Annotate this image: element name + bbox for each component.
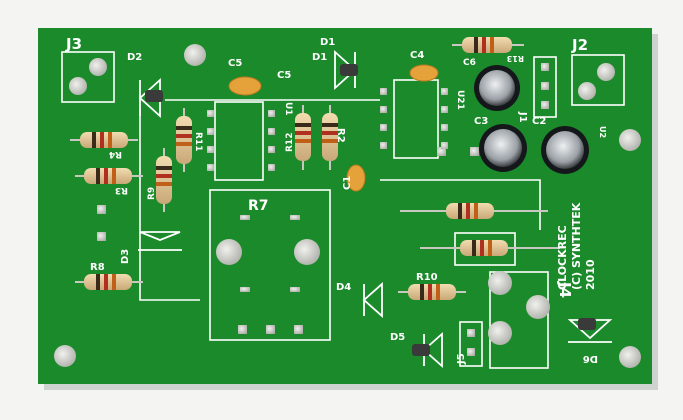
label-r8: R8 (90, 262, 105, 273)
label-c1: C1 (342, 176, 353, 190)
label-d1: D1 (320, 37, 335, 48)
diode-bodies (145, 64, 596, 356)
ceramic-capacitors (228, 64, 439, 192)
label-r12: R12 (285, 133, 295, 152)
label-u1: U1 (283, 102, 293, 116)
label-j2: J2 (571, 36, 588, 54)
mounting-holes (54, 44, 641, 368)
resistors (70, 37, 560, 300)
trimmer-pads (240, 215, 300, 292)
label-c6: C6 (463, 58, 476, 68)
label-j4: J4 (556, 281, 574, 298)
label-d1b: D1 (312, 52, 327, 63)
label-r3: R3 (115, 185, 128, 195)
label-r7: R7 (248, 198, 269, 214)
credit-line-1: CLOCKREC (556, 225, 569, 290)
label-c3: C3 (474, 116, 488, 127)
label-d5: D5 (390, 332, 405, 343)
label-j5: J5 (456, 353, 467, 365)
label-j3: J3 (65, 35, 82, 53)
credit-line-2: (C) SYNTHTEK (570, 202, 583, 290)
label-d2: D2 (127, 52, 142, 63)
label-u21: U21 (455, 90, 465, 110)
label-j1: J1 (517, 111, 528, 123)
credit-line-3: 2010 (584, 259, 597, 290)
label-c5a: C5 (228, 58, 242, 69)
label-c5b: C5 (277, 70, 291, 81)
pcb-board (38, 28, 652, 384)
label-u2: U2 (598, 126, 607, 138)
label-r10: R10 (416, 272, 438, 283)
label-r9: R9 (147, 187, 157, 200)
label-d4: D4 (336, 282, 351, 293)
ic-pins (207, 88, 448, 171)
label-r13: R13 (507, 54, 524, 63)
label-d3: D3 (120, 249, 131, 264)
silkscreen-labels: J3 J2 J4 J1 J5 D2 D1 D1 D3 D4 D5 D6 C5 C… (65, 35, 607, 365)
board-credit-text: CLOCKREC (C) SYNTHTEK 2010 (556, 202, 597, 290)
electrolytic-capacitors (474, 65, 589, 174)
label-r2: R2 (335, 128, 346, 143)
label-d6: D6 (583, 353, 598, 364)
label-c4: C4 (410, 50, 424, 61)
pads (69, 58, 615, 356)
silkscreen-outlines (61, 51, 625, 369)
label-r4: R4 (109, 149, 122, 159)
label-c2: C2 (532, 116, 546, 127)
label-r11: R11 (193, 132, 203, 151)
